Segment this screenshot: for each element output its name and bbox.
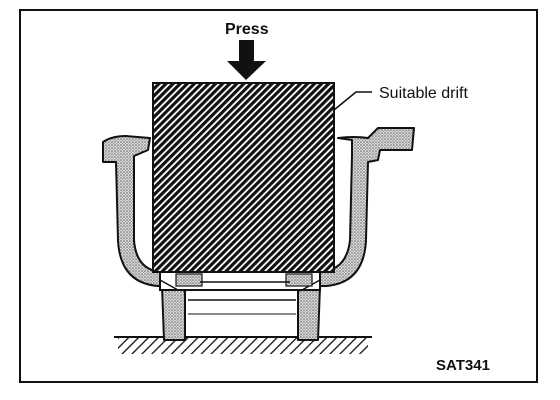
- drift-label: Suitable drift: [379, 85, 468, 102]
- figure-code: SAT341: [436, 357, 490, 374]
- press-arrow-icon: [227, 40, 266, 80]
- floor: [114, 336, 372, 354]
- oil-seal: [159, 269, 321, 291]
- housing-right-wall: [297, 127, 415, 341]
- drift-leader-line: [333, 91, 372, 111]
- suitable-drift: [152, 82, 335, 273]
- press-label: Press: [225, 21, 269, 38]
